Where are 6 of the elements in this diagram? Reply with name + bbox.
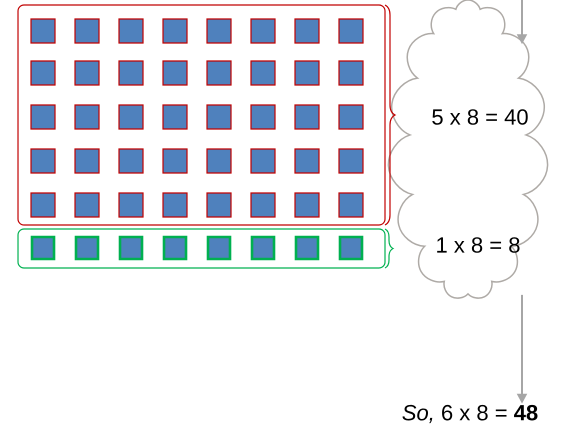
thought-cloud — [388, 0, 548, 299]
equation-text: 1 x 8 = 8 — [437, 237, 520, 253]
grouping-box — [17, 228, 386, 269]
equation-text: 5 x 8 = 40 — [432, 109, 528, 125]
grouping-box — [17, 4, 386, 226]
result-text: So, 6 x 8 = 48 — [402, 404, 538, 424]
